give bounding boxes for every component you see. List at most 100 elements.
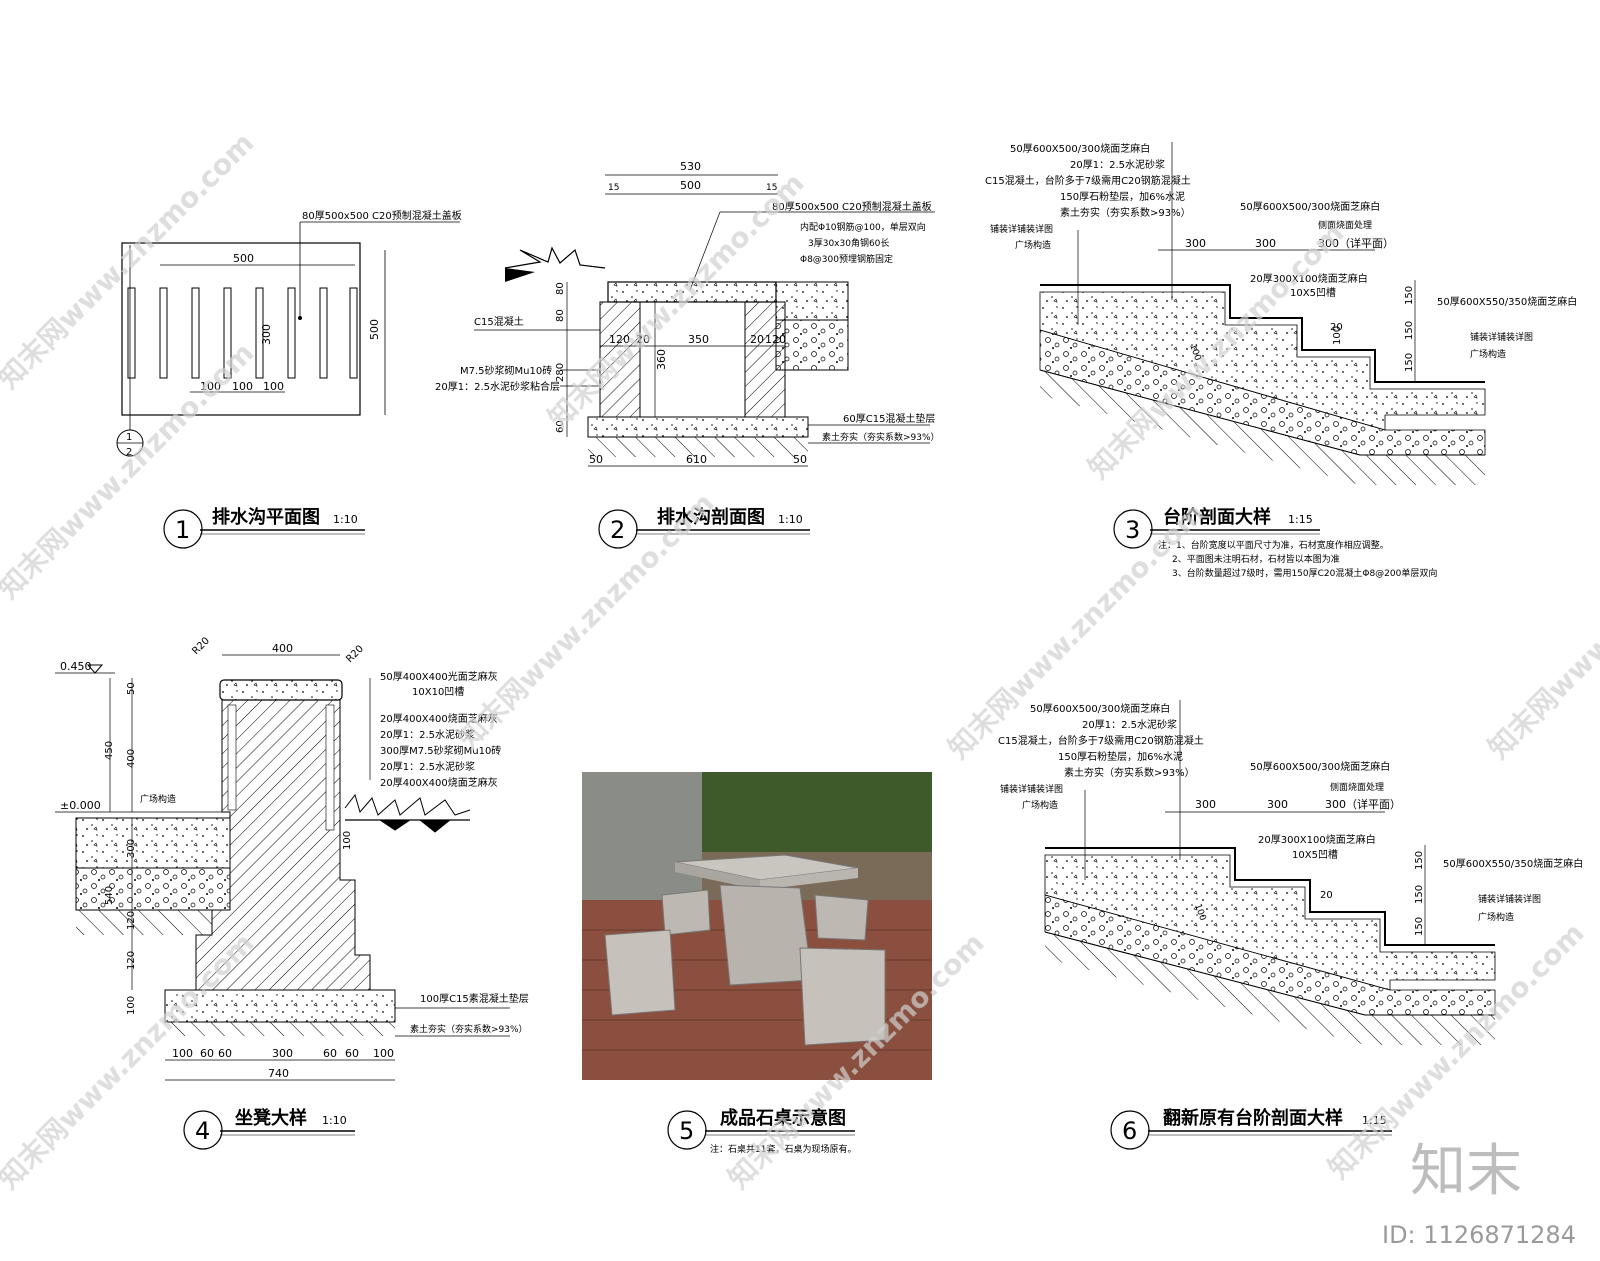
- bench-layer-3: 20厚400X400烧面芝麻灰: [380, 712, 498, 725]
- bench-elev-top: 0.450: [60, 660, 92, 673]
- bench-layer-4: 20厚1：2.5水泥砂浆: [380, 728, 475, 741]
- drain-slots: [127, 287, 358, 379]
- image-id: ID: 1126871284: [1382, 1221, 1576, 1249]
- bench-bot-total: 740: [268, 1067, 289, 1080]
- site-logo: 知末: [1410, 1139, 1522, 1204]
- sec-note-4: Φ8@300预埋钢筋固定: [800, 253, 893, 265]
- watermark-7: 知末网www.znzmo.com: [1482, 496, 1600, 765]
- steps6-layer-3: C15混凝土，台阶多于7级需用C20钢筋混凝土: [998, 734, 1204, 747]
- steps6-step-label: 20厚300X100烧面芝麻白: [1258, 833, 1376, 846]
- sec-note-2: 内配Φ10钢筋@100，单层双向: [800, 221, 926, 233]
- bench-layer-6: 20厚1：2.5水泥砂浆: [380, 760, 475, 773]
- drawing-1-number: 1: [175, 516, 190, 544]
- sec-soil: 素土夯实（夯实系数>93%）: [822, 431, 940, 443]
- sec-note-3: 3厚30x30角钢60长: [808, 237, 889, 249]
- steps6-dim-h2: 300: [1267, 798, 1288, 811]
- plan-side-dim: 500: [368, 319, 381, 340]
- sec-dim-m4: 20: [750, 333, 764, 346]
- sec-bot-3: 50: [793, 453, 807, 466]
- steps6-layer-1: 50厚600X500/300烧面芝麻白: [1030, 702, 1170, 715]
- drawing-1-scale: 1:10: [333, 513, 358, 526]
- bench-bot-1: 100: [172, 1047, 193, 1060]
- bench-top-dim: 400: [272, 642, 293, 655]
- bench-bot-5: 60: [323, 1047, 337, 1060]
- bench-soil: 素土夯实（夯实系数>93%）: [410, 1023, 528, 1035]
- drawing-2-number: 2: [610, 516, 625, 544]
- steps3-dim-v1: 150: [1404, 286, 1415, 305]
- sec-dim-v1: 80: [555, 282, 566, 295]
- steps6-small-1: 20: [1320, 890, 1333, 901]
- steps3-top-note: 50厚600X500/300烧面芝麻白: [1240, 200, 1380, 213]
- drawing-3-number: 3: [1125, 516, 1140, 544]
- section-mark-num: 1: [126, 432, 132, 443]
- bench-grass-dim: 100: [342, 831, 353, 850]
- bench-bot-3: 60: [218, 1047, 232, 1060]
- steps3-step-label: 20厚300X100烧面芝麻白: [1250, 272, 1368, 285]
- sec-dim-v3: 280: [555, 363, 566, 382]
- steps3-left2: 广场构造: [1015, 239, 1051, 251]
- bench-dim-v5: 540: [104, 886, 115, 905]
- sec-base: 60厚C15混凝土垫层: [843, 412, 935, 425]
- sec-notes: 80厚500x500 C20预制混凝土盖板 内配Φ10钢筋@100，单层双向 3…: [689, 200, 935, 291]
- steps6-left1: 铺装详铺装详图: [1000, 783, 1063, 795]
- plan-inner-dim: 300: [260, 324, 273, 345]
- stone-table-photo: [582, 772, 932, 1080]
- steps6-surface: [1045, 847, 1495, 946]
- drawing-6: 50厚600X500/300烧面芝麻白 20厚1：2.5水泥砂浆 C15混凝土，…: [998, 700, 1583, 1150]
- steps3-small-1: 100: [1332, 326, 1343, 345]
- plan-spacing-2: 100: [232, 380, 253, 393]
- bench-plaza: 广场构造: [140, 793, 176, 805]
- bench-dim-v8: 100: [126, 996, 137, 1015]
- steps6-dim-v2: 150: [1414, 885, 1425, 904]
- plan-top-dim: 500: [233, 252, 254, 265]
- plan-cover-label: 80厚500x500 C20预制混凝土盖板: [302, 209, 462, 222]
- sec-top-total: 530: [680, 160, 701, 173]
- drawing-5-title: 成品石桌示意图: [720, 1107, 846, 1129]
- sec-bot-1: 50: [589, 453, 603, 466]
- bench-bot-2: 60: [200, 1047, 214, 1060]
- sec-edge-right: 15: [766, 183, 777, 193]
- bench-layer-1: 50厚400X400光面芝麻灰: [380, 670, 498, 683]
- steps3-dim-h3: 300（详平面）: [1318, 236, 1394, 250]
- bench-layer-5: 300厚M7.5砂浆砌Mu10砖: [380, 744, 501, 757]
- steps6-dim-h1: 300: [1195, 798, 1216, 811]
- drain-cover-outline: [121, 242, 361, 416]
- sec-bot-2: 610: [686, 453, 707, 466]
- steps3-small-2: 20: [1330, 322, 1343, 333]
- steps3-dim-h2: 300: [1255, 237, 1276, 250]
- steps6-dim-h3: 300（详平面）: [1325, 797, 1401, 811]
- steps6-layer-5: 素土夯实（夯实系数>93%）: [1064, 766, 1195, 779]
- drawing-3-scale: 1:15: [1288, 513, 1313, 526]
- sec-dim-v4: 60: [555, 420, 566, 433]
- drawing-3: 50厚600X500/300烧面芝麻白 20厚1：2.5水泥砂浆 C15混凝土，…: [985, 142, 1577, 579]
- drawing-4-scale: 1:10: [322, 1114, 347, 1127]
- steps3-layer-1: 50厚600X500/300烧面芝麻白: [1010, 142, 1150, 155]
- photo-note: 注：石桌共11套，石桌为现场原有。: [710, 1143, 856, 1155]
- steps3-side-note: 侧面烧面处理: [1318, 219, 1372, 231]
- bench-dim-v1: 50: [126, 682, 137, 695]
- section-mark-sheet: 2: [126, 447, 132, 458]
- sec-dim-m1: 120: [609, 333, 630, 346]
- steps6-left2: 广场构造: [1022, 799, 1058, 811]
- sec-mortar: 20厚1：2.5水泥砂浆粘合层: [435, 380, 560, 393]
- bench-elev-zero: ±0.000: [60, 799, 101, 812]
- steps3-left1: 铺装详铺装详图: [990, 223, 1053, 235]
- steps6-dim-v1: 150: [1414, 851, 1425, 870]
- drawing-4-title: 坐凳大样: [235, 1107, 307, 1129]
- drawing-6-number: 6: [1122, 1117, 1137, 1145]
- steps3-surface: [1040, 284, 1485, 383]
- steps3-layer-3: C15混凝土，台阶多于7级需用C20钢筋混凝土: [985, 174, 1191, 187]
- steps3-layer-2: 20厚1：2.5水泥砂浆: [1070, 158, 1165, 171]
- drawing-5-number: 5: [679, 1117, 694, 1145]
- steps6-layer-4: 150厚石粉垫层，加6%水泥: [1058, 750, 1183, 763]
- bench-layer-notes: 50厚400X400光面芝麻灰 10X10凹槽 20厚400X400烧面芝麻灰 …: [369, 670, 501, 789]
- bench-radius-l: R20: [190, 635, 212, 657]
- sec-m75: M7.5砂浆砌Mu10砖: [460, 364, 552, 377]
- sec-c15: C15混凝土: [474, 315, 524, 328]
- bench-base: 100厚C15素混凝土垫层: [420, 992, 529, 1005]
- bench-dim-v4: 300: [126, 839, 137, 858]
- steps6-layer-2: 20厚1：2.5水泥砂浆: [1082, 718, 1177, 731]
- bench-bot-6: 60: [345, 1047, 359, 1060]
- drawing-6-title: 翻新原有台阶剖面大样: [1163, 1107, 1343, 1129]
